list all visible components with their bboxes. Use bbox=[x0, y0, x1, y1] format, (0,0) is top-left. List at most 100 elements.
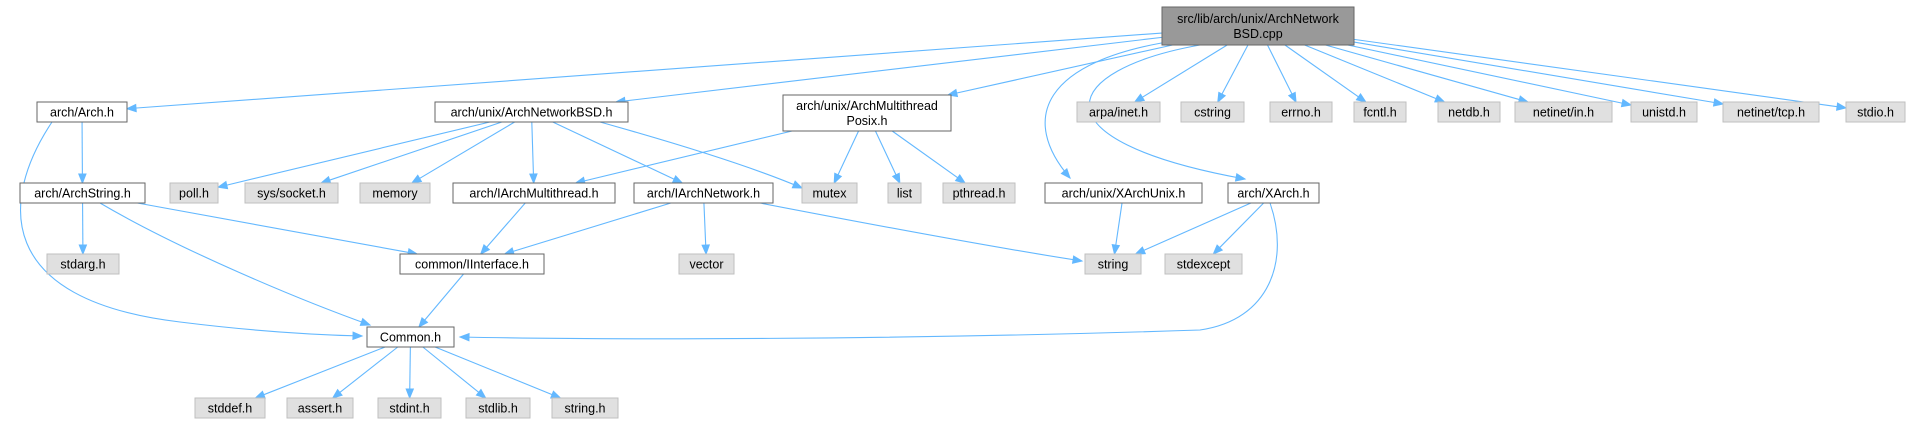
edge-root-to-netinet_in bbox=[1325, 44, 1530, 104]
edge-archstring_h-to-common_h bbox=[99, 202, 372, 326]
edge-iarchnet_h-to-iinterface_h bbox=[503, 202, 672, 256]
node-box bbox=[46, 253, 120, 275]
node-iarchnet-h[interactable]: arch/IArchNetwork.h bbox=[633, 182, 774, 204]
arrowhead bbox=[1835, 102, 1848, 111]
edge-line bbox=[418, 121, 515, 180]
edge-root-to-unistd bbox=[1347, 44, 1633, 108]
node-label: stdexcept bbox=[1177, 258, 1231, 272]
node-box bbox=[434, 101, 629, 123]
node-box bbox=[782, 94, 952, 132]
node-label: assert.h bbox=[298, 402, 343, 416]
node-label: stdlib.h bbox=[478, 402, 518, 416]
edge-archnetbsd_h-to-iarchmt_h bbox=[529, 121, 538, 185]
node-label: list bbox=[897, 187, 913, 201]
node-fcntl: fcntl.h bbox=[1353, 101, 1407, 123]
arrowhead bbox=[479, 243, 491, 256]
edge-line bbox=[1142, 202, 1252, 252]
node-pthread: pthread.h bbox=[942, 182, 1016, 204]
arrowhead bbox=[549, 390, 562, 399]
node-label: poll.h bbox=[179, 187, 209, 201]
node-xarch-h[interactable]: arch/XArch.h bbox=[1227, 182, 1320, 204]
edge-line bbox=[1353, 41, 1716, 104]
node-box bbox=[1437, 101, 1501, 123]
node-assert: assert.h bbox=[286, 397, 354, 419]
node-archstring-h[interactable]: arch/ArchString.h bbox=[19, 182, 146, 204]
node-label: arch/XArch.h bbox=[1237, 187, 1309, 201]
edge-iarchmt_h-to-iinterface_h bbox=[479, 202, 526, 256]
node-label: cstring bbox=[1194, 106, 1231, 120]
node-archnetbsd-h[interactable]: arch/unix/ArchNetworkBSD.h bbox=[434, 101, 629, 123]
edge-line bbox=[623, 36, 1163, 102]
edge-archstring_h-to-stdarg bbox=[78, 202, 88, 256]
node-arpa-inet: arpa/inet.h bbox=[1076, 101, 1161, 123]
edge-line bbox=[552, 121, 676, 181]
node-string: string bbox=[1084, 253, 1142, 275]
node-box bbox=[1084, 253, 1142, 275]
node-iarchmt-h[interactable]: arch/IArchMultithread.h bbox=[452, 182, 616, 204]
node-box bbox=[244, 182, 339, 204]
node-xarchunix-h[interactable]: arch/unix/XArchUnix.h bbox=[1044, 182, 1203, 204]
node-label: arpa/inet.h bbox=[1089, 106, 1148, 120]
edge-line bbox=[1304, 44, 1438, 100]
edge-line bbox=[225, 121, 490, 186]
arrowhead bbox=[671, 175, 684, 184]
edge-root-to-fcntl bbox=[1284, 44, 1367, 103]
edge-line bbox=[1115, 202, 1123, 247]
edge-archnetbsd_h-to-poll bbox=[216, 121, 490, 190]
arrowhead bbox=[529, 173, 538, 185]
node-label: string bbox=[1098, 258, 1129, 272]
node-cstring: cstring bbox=[1180, 101, 1245, 123]
node-label: arch/ArchString.h bbox=[34, 187, 131, 201]
node-iinterface-h[interactable]: common/IInterface.h bbox=[399, 253, 545, 275]
arrowhead bbox=[1134, 246, 1147, 255]
node-stdint: stdint.h bbox=[377, 397, 442, 419]
node-box bbox=[1227, 182, 1320, 204]
edge-line bbox=[423, 273, 464, 322]
node-common-h[interactable]: Common.h bbox=[366, 326, 455, 348]
edge-root-to-netdb bbox=[1304, 44, 1446, 103]
edge-root-to-arpa_inet bbox=[1133, 44, 1228, 103]
node-box bbox=[1076, 101, 1161, 123]
node-box bbox=[633, 182, 774, 204]
node-box bbox=[1353, 101, 1407, 123]
edge-line bbox=[338, 346, 399, 394]
node-label: netinet/in.h bbox=[1533, 106, 1594, 120]
arrowhead bbox=[216, 180, 229, 190]
node-label: sys/socket.h bbox=[257, 187, 326, 201]
node-label: common/IInterface.h bbox=[415, 258, 529, 272]
edge-line bbox=[137, 202, 410, 254]
node-mutex: mutex bbox=[801, 182, 858, 204]
node-root[interactable]: src/lib/arch/unix/ArchNetworkBSD.cpp bbox=[1161, 6, 1355, 46]
edge-line bbox=[583, 130, 793, 182]
edge-xarch_h-to-common_h bbox=[458, 202, 1278, 342]
node-box bbox=[1161, 6, 1355, 46]
arrowhead bbox=[1111, 243, 1121, 256]
node-box bbox=[887, 182, 922, 204]
node-string-h: string.h bbox=[551, 397, 619, 419]
edge-line bbox=[1218, 202, 1265, 249]
edge-archnetbsd_h-to-syssocket bbox=[319, 121, 503, 185]
node-label: arch/IArchNetwork.h bbox=[647, 187, 760, 201]
node-arch-h[interactable]: arch/Arch.h bbox=[36, 101, 128, 123]
node-box bbox=[194, 397, 266, 419]
node-box bbox=[1269, 101, 1333, 123]
node-box bbox=[19, 182, 146, 204]
node-box bbox=[1722, 101, 1820, 123]
nodes: src/lib/arch/unix/ArchNetworkBSD.cpp arch… bbox=[19, 6, 1906, 419]
node-box bbox=[801, 182, 858, 204]
node-box bbox=[1630, 101, 1698, 123]
node-label: netinet/tcp.h bbox=[1737, 106, 1805, 120]
edge-archmtposix_h-to-list bbox=[874, 130, 901, 185]
node-box bbox=[377, 397, 442, 419]
node-label: fcntl.h bbox=[1363, 106, 1396, 120]
node-label: BSD.cpp bbox=[1233, 27, 1282, 41]
node-box bbox=[169, 182, 219, 204]
edge-arch_h-to-common_h bbox=[20, 121, 364, 341]
edge-archnetbsd_h-to-iarchnet_h bbox=[552, 121, 684, 184]
arrowhead bbox=[254, 390, 266, 399]
arrowhead bbox=[1355, 92, 1367, 103]
edge-line bbox=[485, 202, 526, 249]
node-box bbox=[36, 101, 128, 123]
